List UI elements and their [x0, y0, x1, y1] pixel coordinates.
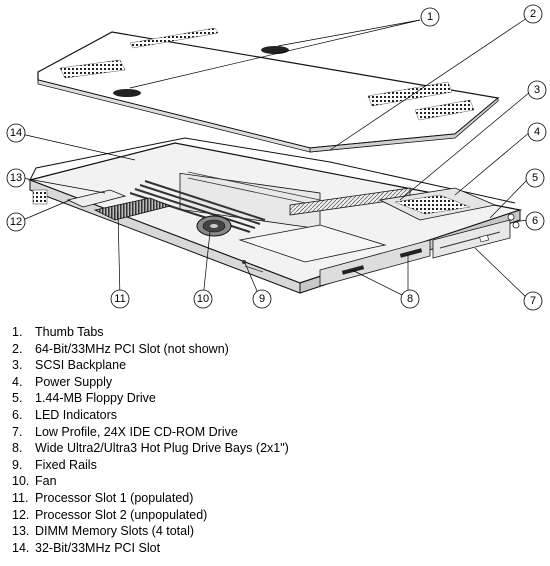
legend-number: 3. [12, 358, 23, 373]
legend-label: Fan [35, 474, 57, 489]
svg-text:12: 12 [10, 216, 22, 228]
legend-label: Power Supply [35, 374, 113, 389]
legend-label: 64-Bit/33MHz PCI Slot (not shown) [35, 341, 229, 356]
processor-slot-2 [66, 189, 127, 208]
legend-number: 14. [12, 540, 30, 555]
legend-number: 7. [12, 424, 23, 439]
svg-text:8: 8 [407, 293, 413, 305]
legend-number: 2. [12, 341, 23, 356]
callout-6: 6 [525, 211, 545, 231]
legend-label: Thumb Tabs [35, 325, 104, 339]
svg-text:1: 1 [427, 11, 433, 23]
legend-label: DIMM Memory Slots (4 total) [35, 524, 195, 539]
legend-item: 13. DIMM Memory Slots (4 total) [12, 523, 289, 540]
legend-item: 12. Processor Slot 2 (unpopulated) [12, 507, 289, 524]
thumb-tab-front [113, 89, 141, 97]
legend-number: 6. [12, 407, 23, 422]
callout-11: 11 [110, 289, 130, 309]
fan [196, 215, 232, 237]
led-indicators [507, 213, 520, 229]
callout-2: 2 [523, 4, 543, 24]
callout-1: 1 [420, 7, 440, 27]
legend-label: 32-Bit/33MHz PCI Slot [35, 540, 161, 555]
processor-slot-1 [93, 197, 172, 221]
thumb-tab-back [261, 46, 289, 54]
legend-item: 2. 64-Bit/33MHz PCI Slot (not shown) [12, 341, 289, 358]
drive-bays [238, 224, 431, 287]
callout-12: 12 [6, 212, 26, 232]
svg-text:7: 7 [530, 295, 536, 307]
legend-number: 10. [12, 474, 30, 489]
svg-text:2: 2 [530, 8, 536, 20]
legend-label: 1.44-MB Floppy Drive [35, 391, 156, 406]
svg-text:5: 5 [532, 172, 538, 184]
legend-item: 9. Fixed Rails [12, 457, 289, 474]
legend-label: Low Profile, 24X IDE CD-ROM Drive [35, 424, 238, 439]
legend-item: 1. Thumb Tabs [12, 324, 289, 341]
callout-3: 3 [527, 80, 547, 100]
legend-item: 10. Fan [12, 473, 289, 490]
callout-5: 5 [525, 168, 545, 188]
callout-14: 14 [6, 123, 26, 143]
callout-4: 4 [527, 122, 547, 142]
server-exploded-diagram: 1 2 3 4 5 6 7 8 9 10 11 12 13 14 [6, 4, 547, 311]
legend-label: Wide Ultra2/Ultra3 Hot Plug Drive Bays (… [35, 441, 289, 456]
callout-7: 7 [523, 291, 543, 311]
legend-number: 9. [12, 457, 23, 472]
legend-number: 13. [12, 524, 30, 539]
leader-lines [16, 17, 531, 299]
callout-10: 10 [193, 289, 213, 309]
legend-item: 14. 32-Bit/33MHz PCI Slot [12, 540, 289, 557]
callout-9: 9 [252, 289, 272, 309]
legend-label: Fixed Rails [35, 457, 97, 472]
legend-item: 3. SCSI Backplane [12, 357, 289, 374]
power-supply [378, 187, 497, 221]
legend-item: 11. Processor Slot 1 (populated) [12, 490, 289, 507]
legend-number: 11. [12, 490, 29, 505]
callout-13: 13 [6, 168, 26, 188]
top-cover [37, 27, 500, 153]
legend-label: Processor Slot 2 (unpopulated) [35, 507, 208, 522]
legend-label: LED Indicators [35, 407, 117, 422]
legend-number: 8. [12, 441, 23, 456]
svg-text:4: 4 [534, 126, 540, 138]
callout-legend: 1. Thumb Tabs 2. 64-Bit/33MHz PCI Slot (no… [12, 324, 289, 556]
floppy-cdrom-bay [432, 219, 511, 259]
legend-item: 8. Wide Ultra2/Ultra3 Hot Plug Drive Bays… [12, 440, 289, 457]
legend-item: 7. Low Profile, 24X IDE CD-ROM Drive [12, 424, 289, 441]
svg-text:14: 14 [10, 127, 22, 139]
svg-text:11: 11 [114, 293, 125, 305]
legend-item: 6. LED Indicators [12, 407, 289, 424]
legend-label: Processor Slot 1 (populated) [35, 490, 194, 505]
svg-text:13: 13 [10, 172, 22, 184]
legend-number: 1. [12, 325, 23, 339]
legend-number: 4. [12, 374, 23, 389]
svg-text:9: 9 [259, 293, 265, 305]
legend-item: 4. Power Supply [12, 374, 289, 391]
legend-label: SCSI Backplane [35, 358, 127, 373]
legend-number: 12. [12, 507, 30, 522]
svg-text:3: 3 [534, 84, 540, 96]
svg-text:10: 10 [197, 293, 209, 305]
svg-text:6: 6 [532, 215, 538, 227]
legend-number: 5. [12, 391, 23, 406]
legend-item: 5. 1.44-MB Floppy Drive [12, 390, 289, 407]
callout-8: 8 [400, 289, 420, 309]
